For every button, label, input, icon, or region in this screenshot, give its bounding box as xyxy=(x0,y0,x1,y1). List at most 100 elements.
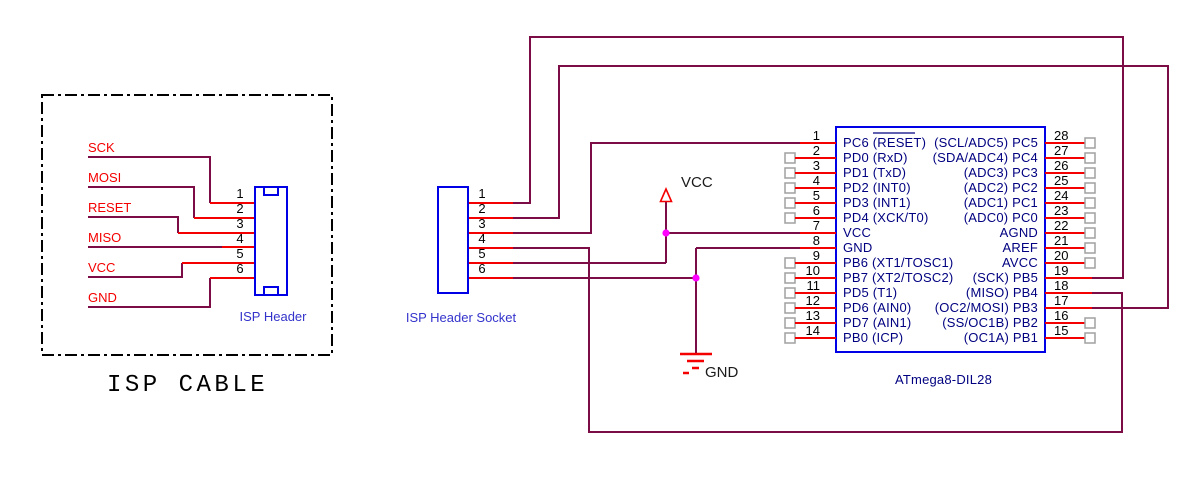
chip-pin-label: (SCK) PB5 xyxy=(973,270,1038,285)
chip-pin-number: 4 xyxy=(813,173,820,188)
net-mosi-wire xyxy=(513,65,1169,309)
isp-socket-body xyxy=(437,186,469,294)
chip-pin-number: 12 xyxy=(806,293,820,308)
socket-pin-number: 1 xyxy=(478,186,485,201)
chip-pin-label: (ADC1) PC1 xyxy=(964,195,1038,210)
cable-signal-label: SCK xyxy=(88,140,115,155)
chip-pin-label: PB6 (XT1/TOSC1) xyxy=(843,255,953,270)
unconnected-pin-square xyxy=(1084,197,1096,209)
chip-pin-label: (ADC2) PC2 xyxy=(964,180,1038,195)
gnd-symbol-icon xyxy=(680,352,712,375)
junction-dot xyxy=(662,229,670,237)
socket-pin-number: 6 xyxy=(478,261,485,276)
unconnected-pin-square xyxy=(1084,167,1096,179)
chip-pin-number: 2 xyxy=(813,143,820,158)
chip-pin-number: 17 xyxy=(1054,293,1068,308)
chip-pin-number: 24 xyxy=(1054,188,1068,203)
chip-pin-number: 8 xyxy=(813,233,820,248)
unconnected-pin-square xyxy=(784,152,796,164)
socket-pin-number: 3 xyxy=(478,216,485,231)
vcc-label: VCC xyxy=(681,174,713,191)
chip-pin-label: (MISO) PB4 xyxy=(966,285,1038,300)
header-pin-number: 2 xyxy=(236,201,243,216)
chip-pin-number: 28 xyxy=(1054,128,1068,143)
unconnected-pin-square xyxy=(784,287,796,299)
wire-vcc-cable xyxy=(88,263,183,278)
chip-pin-number: 14 xyxy=(806,323,820,338)
chip-pin-label: PD3 (INT1) xyxy=(843,195,911,210)
gnd-label: GND xyxy=(705,364,739,381)
net-reset-wire xyxy=(513,142,800,234)
chip-pin-label: VCC xyxy=(843,225,871,240)
header-pin-number: 1 xyxy=(236,186,243,201)
header-pin-number: 4 xyxy=(236,231,243,246)
cable-signal-label: MOSI xyxy=(88,170,121,185)
unconnected-pin-square xyxy=(1084,257,1096,269)
chip-pin-number: 20 xyxy=(1054,248,1068,263)
chip-pin-label: AVCC xyxy=(1002,255,1038,270)
junction-dot xyxy=(692,274,700,282)
header-pin-number: 5 xyxy=(236,246,243,261)
chip-pin-label: (SS/OC1B) PB2 xyxy=(942,315,1038,330)
chip-pin-label: PD5 (T1) xyxy=(843,285,897,300)
wire-reset-cable xyxy=(88,216,179,233)
chip-pin-number: 5 xyxy=(813,188,820,203)
unconnected-pin-square xyxy=(784,272,796,284)
isp-header-caption: ISP Header xyxy=(240,309,308,324)
cable-signal-label: MISO xyxy=(88,230,121,245)
chip-pin-label: (OC2/MOSI) PB3 xyxy=(935,300,1038,315)
chip-pin-label: GND xyxy=(843,240,873,255)
chip-pin-number: 10 xyxy=(806,263,820,278)
header-pin-number: 3 xyxy=(236,216,243,231)
unconnected-pin-square xyxy=(784,302,796,314)
unconnected-pin-square xyxy=(1084,212,1096,224)
chip-pin-number: 9 xyxy=(813,248,820,263)
unconnected-pin-square xyxy=(784,317,796,329)
wire-gnd-cable xyxy=(88,278,211,308)
chip-pin-number: 13 xyxy=(806,308,820,323)
unconnected-pin-square xyxy=(1084,332,1096,344)
chip-pin-number: 23 xyxy=(1054,203,1068,218)
chip-pin-label: PB7 (XT2/TOSC2) xyxy=(843,270,953,285)
chip-body xyxy=(835,126,1046,353)
chip-pin-number: 7 xyxy=(813,218,820,233)
chip-pin-number: 27 xyxy=(1054,143,1068,158)
chip-pin-label: PD7 (AIN1) xyxy=(843,315,911,330)
chip-pin-number: 25 xyxy=(1054,173,1068,188)
chip-pin-number: 19 xyxy=(1054,263,1068,278)
unconnected-pin-square xyxy=(784,257,796,269)
chip-name: ATmega8-DIL28 xyxy=(895,372,992,387)
socket-pin-number: 5 xyxy=(478,246,485,261)
isp-cable-title: ISP CABLE xyxy=(107,372,268,399)
isp-header-notch-bottom xyxy=(263,286,279,296)
chip-pin-number: 6 xyxy=(813,203,820,218)
chip-pin-label: (OC1A) PB1 xyxy=(964,330,1038,345)
header-pin-number: 6 xyxy=(236,261,243,276)
chip-pin-label: PB0 (ICP) xyxy=(843,330,903,345)
chip-pin-number: 18 xyxy=(1054,278,1068,293)
wire-mosi-cable xyxy=(88,186,195,218)
chip-pin-number: 11 xyxy=(807,278,821,293)
socket-pin-number: 2 xyxy=(478,201,485,216)
wire-sck-cable xyxy=(88,156,211,203)
isp-socket-caption: ISP Header Socket xyxy=(406,310,517,325)
chip-pin-label: (SDA/ADC4) PC4 xyxy=(933,150,1038,165)
chip-pin-label: (ADC0) PC0 xyxy=(964,210,1038,225)
chip-pin-label: PC6 (RESET) xyxy=(843,135,926,150)
chip-pin-number: 1 xyxy=(813,128,820,143)
unconnected-pin-square xyxy=(784,182,796,194)
chip-pin-number: 15 xyxy=(1054,323,1068,338)
unconnected-pin-square xyxy=(784,332,796,344)
unconnected-pin-square xyxy=(784,167,796,179)
socket-pin-number: 4 xyxy=(478,231,485,246)
cable-signal-label: VCC xyxy=(88,260,115,275)
net-gnd-wire xyxy=(513,247,800,353)
isp-cable-box xyxy=(41,94,333,356)
unconnected-pin-square xyxy=(784,212,796,224)
chip-pin-label: AREF xyxy=(1003,240,1038,255)
chip-pin-number: 16 xyxy=(1054,308,1068,323)
unconnected-pin-square xyxy=(1084,227,1096,239)
